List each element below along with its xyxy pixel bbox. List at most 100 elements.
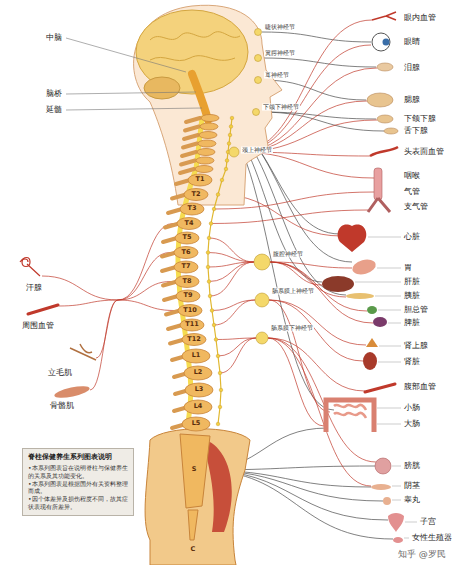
nerve-fiber — [214, 300, 255, 325]
leader-line — [392, 486, 401, 487]
chain-ganglion — [229, 125, 233, 129]
organ-label: 胆总管 — [404, 305, 428, 314]
leader-line — [392, 466, 401, 467]
vertebra — [176, 290, 200, 302]
organ-label: 肾脏 — [404, 357, 420, 366]
leader-line — [355, 282, 401, 283]
parotid-gland — [367, 93, 393, 107]
organ-label: 头表面血管 — [404, 147, 444, 156]
vertebra — [178, 305, 202, 317]
nerve-fiber — [210, 262, 254, 296]
vertebra-number: L4 — [194, 403, 203, 410]
vertebra — [184, 366, 212, 380]
ganglion-label: 肠系膜下神经节 — [270, 325, 314, 332]
organ-label: 腮腺 — [404, 95, 420, 104]
nerve-fiber — [262, 32, 371, 42]
organ-label: 女性生殖器 — [412, 533, 452, 542]
nerve-fiber — [269, 300, 330, 412]
eye — [372, 33, 390, 51]
nerve-fiber — [262, 58, 376, 67]
leader-line — [377, 268, 401, 269]
vertebra — [197, 149, 215, 156]
vertebra-number: T5 — [183, 234, 192, 241]
nerve-fiber — [268, 338, 324, 426]
vertebra-number: T7 — [182, 263, 191, 270]
vertebra-number: T12 — [187, 336, 200, 343]
muscle-icon — [53, 384, 90, 400]
trachea — [374, 168, 382, 200]
organ-label: 舌下腺 — [404, 126, 428, 135]
chain-ganglion — [212, 207, 216, 211]
chain-ganglion — [216, 422, 220, 426]
nerve-fiber — [90, 300, 118, 390]
vertebra-number: T1 — [196, 176, 205, 183]
nerve-fiber — [268, 338, 365, 391]
vertebra — [199, 132, 217, 139]
vertebra-number: S — [192, 466, 197, 473]
leader-line — [377, 408, 401, 409]
chain-ganglion — [219, 388, 223, 392]
organ-label: 心脏 — [404, 232, 420, 241]
nerve-fiber — [211, 210, 368, 224]
vertebra — [175, 232, 199, 244]
leader-line — [375, 296, 401, 297]
nerve-fiber — [208, 253, 254, 263]
spinous-process — [182, 152, 196, 156]
organ-label: 眼睛 — [404, 37, 420, 46]
vertebra — [182, 417, 210, 431]
vertebra-number: L5 — [192, 420, 201, 427]
vertebra — [174, 247, 198, 259]
vertebra-number: L2 — [194, 369, 203, 376]
ganglion — [255, 29, 262, 36]
pelvis-bone — [145, 429, 250, 565]
nerve-fiber — [59, 300, 118, 306]
ganglion — [255, 55, 262, 62]
vertebra-number: T2 — [192, 191, 201, 198]
ganglion-label: 翼腭神经节 — [264, 50, 296, 57]
brainstem — [192, 74, 208, 120]
spinous-process — [185, 127, 199, 131]
organ-label: 小肠 — [404, 403, 420, 412]
leader-line — [377, 424, 401, 425]
nerve-fiber — [269, 300, 363, 361]
chain-ganglion — [220, 178, 224, 182]
eye-vessel — [372, 12, 396, 20]
organ-label: 支气管 — [404, 202, 428, 211]
chain-ganglion — [225, 159, 229, 163]
chain-ganglion — [209, 222, 213, 226]
bladder — [375, 458, 391, 474]
organ-label: 咽喉 — [404, 171, 420, 180]
vertebra-number: T9 — [184, 292, 193, 299]
vertebra — [177, 218, 201, 230]
leader-line — [379, 346, 401, 347]
ganglion-label: 颈上神经节 — [241, 147, 273, 154]
organ-label: 胃 — [404, 263, 412, 272]
hair-muscle-icon — [70, 344, 96, 360]
small-intestine — [334, 405, 366, 418]
vertebra — [201, 115, 219, 122]
leader-line — [378, 310, 401, 311]
abdominal-vessel — [365, 384, 395, 392]
spinous-process — [186, 118, 200, 122]
vertebra-number: L3 — [195, 386, 204, 393]
sympathetic-chain — [208, 118, 232, 424]
vertebra-number: T3 — [188, 205, 197, 212]
chain-ganglion — [227, 142, 231, 146]
vertebra-number: T10 — [183, 307, 196, 314]
vertebra-number: L1 — [192, 352, 201, 359]
chain-ganglion — [206, 251, 210, 255]
nerve-fiber — [268, 338, 371, 486]
gallbladder — [367, 306, 377, 314]
vertebra-number: T4 — [185, 220, 194, 227]
spinous-process — [181, 161, 195, 165]
chain-ganglion — [218, 405, 222, 409]
vertebra — [182, 349, 210, 363]
vertebra-number: T6 — [182, 249, 191, 256]
organ-label: 子宫 — [420, 517, 436, 526]
lacrimal-gland — [377, 63, 393, 71]
note-text: •因个体差异及损伤程度不同，故其症状表现有所差异。 — [28, 495, 128, 511]
ganglion — [229, 147, 239, 157]
nerve-fiber — [212, 300, 255, 311]
spinous-process — [180, 169, 194, 173]
note-title: 脊柱保健养生系列图表说明 — [28, 453, 128, 462]
